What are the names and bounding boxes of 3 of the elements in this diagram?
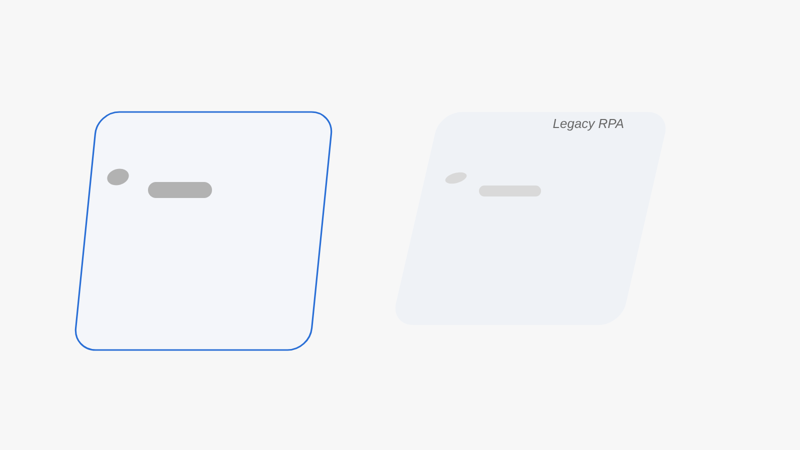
card: Legacy RPA: [445, 119, 624, 196]
outlined-card: [107, 168, 212, 198]
node-label: Legacy RPA: [553, 119, 624, 131]
